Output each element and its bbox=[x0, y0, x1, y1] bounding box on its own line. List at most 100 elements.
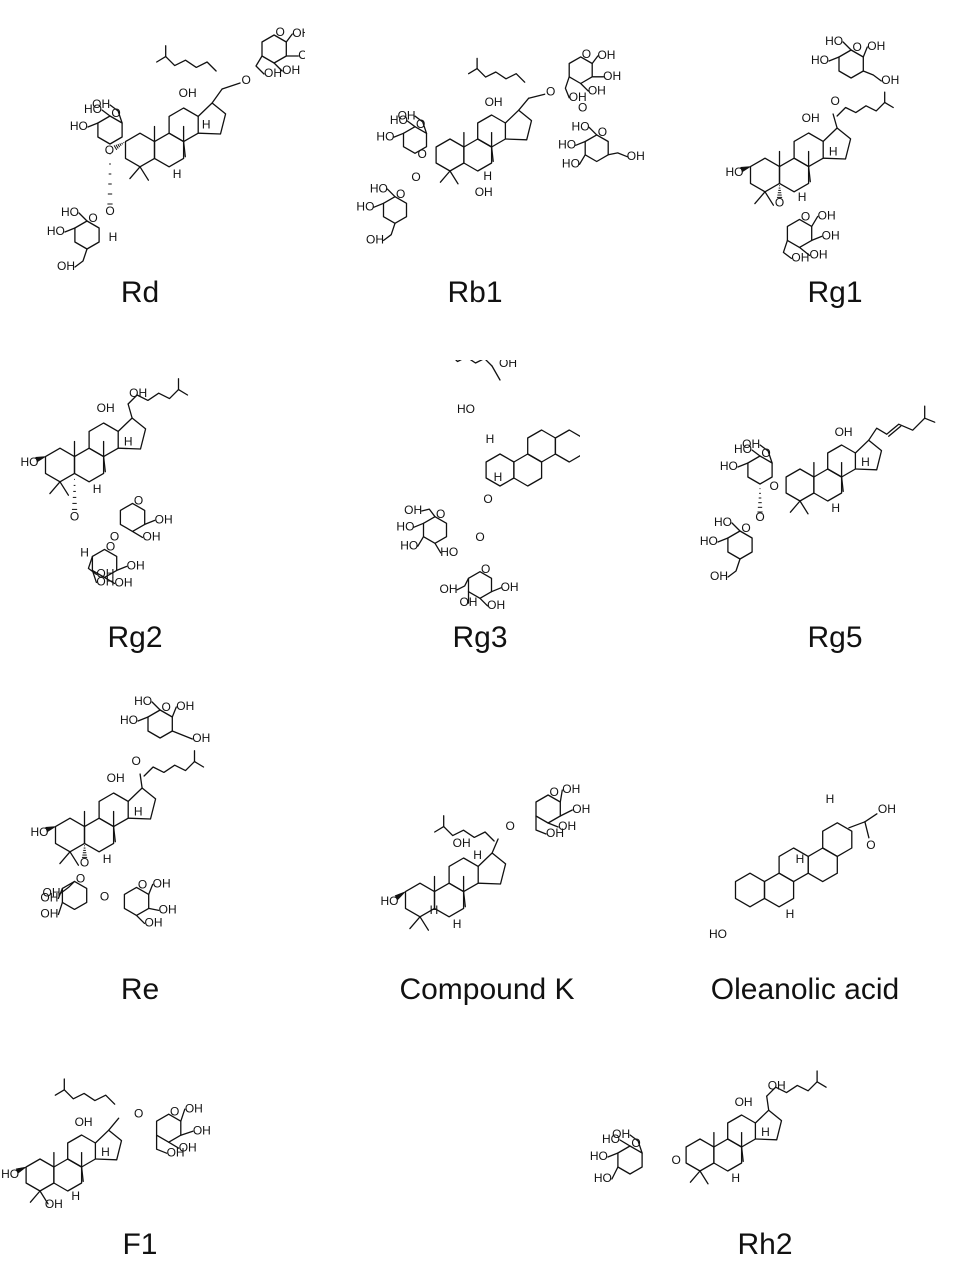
ch2oh-bond bbox=[727, 558, 741, 578]
atom-label: O bbox=[241, 73, 250, 87]
oh-bond bbox=[619, 1139, 631, 1147]
ring-d bbox=[854, 439, 883, 471]
hydroxyl-label: HO bbox=[370, 181, 388, 195]
ring-b bbox=[153, 132, 185, 168]
atom-label: OH bbox=[129, 386, 147, 400]
oh-bond bbox=[811, 215, 819, 228]
side-chain bbox=[766, 1081, 818, 1097]
atom-label: O bbox=[866, 838, 875, 852]
compound-label-rh2: Rh2 bbox=[737, 1228, 793, 1261]
atom-label: O bbox=[105, 143, 114, 157]
oh-bond bbox=[386, 188, 396, 198]
side-chain bbox=[165, 55, 217, 72]
hydroxyl-label: OH bbox=[881, 73, 899, 87]
oh-bond bbox=[137, 716, 149, 722]
ring-a bbox=[685, 1138, 715, 1172]
atom-label: HO bbox=[457, 402, 475, 416]
oh-bond bbox=[578, 154, 586, 165]
hydroxyl-label: OH bbox=[867, 39, 885, 53]
atom-label: H bbox=[109, 230, 118, 244]
methyl-bond bbox=[129, 166, 141, 180]
methyl-bond bbox=[699, 1170, 709, 1185]
methyl-bond bbox=[409, 916, 421, 930]
hydroxyl-label: HO bbox=[47, 224, 65, 238]
hydroxyl-label: OH bbox=[366, 233, 384, 247]
hydroxyl-label: OH bbox=[145, 916, 163, 930]
hydroxyl-label: HO bbox=[720, 459, 738, 473]
hydroxyl-label: OH bbox=[159, 903, 177, 917]
hydroxyl-label: HO bbox=[590, 1149, 608, 1163]
atom-label: O bbox=[411, 170, 420, 184]
atom-label: H bbox=[71, 1189, 80, 1203]
hydroxyl-label: OH bbox=[603, 69, 621, 83]
wedge-bond bbox=[740, 166, 751, 173]
methyl-bond bbox=[439, 170, 451, 183]
ring-b bbox=[813, 468, 843, 502]
ring-a bbox=[25, 1158, 55, 1192]
methyl-bond bbox=[740, 1146, 744, 1163]
hydroxyl-label: HO bbox=[594, 1171, 612, 1185]
side-chain bbox=[63, 1089, 116, 1105]
hydroxyl-label: HO bbox=[440, 545, 458, 559]
atom-label: H bbox=[861, 455, 870, 469]
ring-oxygen: O bbox=[76, 872, 85, 886]
ring-b bbox=[463, 138, 493, 172]
oh-bond bbox=[479, 597, 489, 607]
oh-bond bbox=[811, 235, 823, 242]
ring-b bbox=[763, 872, 795, 908]
oh-bond bbox=[611, 1166, 619, 1180]
bond bbox=[491, 365, 501, 381]
ch2oh-bond bbox=[414, 115, 428, 134]
atom-label: H bbox=[80, 546, 89, 560]
hydroxyl-label: HO bbox=[356, 199, 374, 213]
ring-oxygen: O bbox=[170, 1104, 179, 1118]
ch2oh-bond bbox=[607, 152, 628, 158]
hydroxyl-label: HO bbox=[714, 515, 732, 529]
hydroxyl-label: OH bbox=[264, 66, 282, 80]
hydroxyl-label: OH bbox=[627, 149, 645, 163]
oh-bond bbox=[64, 227, 76, 233]
hydroxyl-label: HO bbox=[61, 205, 79, 219]
ring-b bbox=[713, 1138, 743, 1172]
compound-label-rg5: Rg5 bbox=[807, 621, 863, 654]
oh-bond bbox=[57, 901, 64, 916]
sugar-ring bbox=[119, 502, 146, 533]
atom-label: H bbox=[486, 432, 495, 446]
oh-bond bbox=[559, 809, 573, 817]
oh-bond bbox=[131, 530, 144, 539]
compound-rd: OOHHHOOOHOHOHOHOHOHOOHOOHOHOOHH bbox=[15, 0, 305, 285]
atom-label: O bbox=[578, 100, 587, 114]
hydroxyl-label: OH bbox=[588, 83, 606, 97]
o-glyco-bond bbox=[119, 143, 122, 146]
ring-a bbox=[435, 138, 465, 172]
atom-label: O bbox=[775, 196, 784, 210]
oh-bond bbox=[588, 126, 598, 136]
ring-d bbox=[822, 127, 852, 160]
hydroxyl-label: OH bbox=[179, 1140, 197, 1154]
atom-label: OH bbox=[735, 1095, 753, 1109]
o-glyco-bond bbox=[115, 144, 119, 149]
oh-bond bbox=[751, 449, 761, 457]
methyl-bond bbox=[29, 1190, 41, 1203]
hydroxyl-label: OH bbox=[176, 699, 194, 713]
ch2oh-bond bbox=[109, 104, 123, 124]
sugar-ring bbox=[74, 220, 100, 250]
methyl-bond bbox=[39, 1190, 49, 1205]
oh-bond bbox=[144, 519, 156, 526]
atom-label: H bbox=[798, 190, 807, 204]
ring-oxygen: O bbox=[631, 1136, 640, 1150]
ring-b bbox=[73, 447, 105, 483]
hydroxyl-label: OH bbox=[96, 567, 114, 581]
ch2oh-bond bbox=[255, 55, 265, 75]
hydroxyl-label: OH bbox=[822, 229, 840, 243]
sugar-ring bbox=[747, 455, 773, 485]
hydroxyl-label: HO bbox=[700, 534, 718, 548]
atom-label: O bbox=[105, 204, 114, 218]
